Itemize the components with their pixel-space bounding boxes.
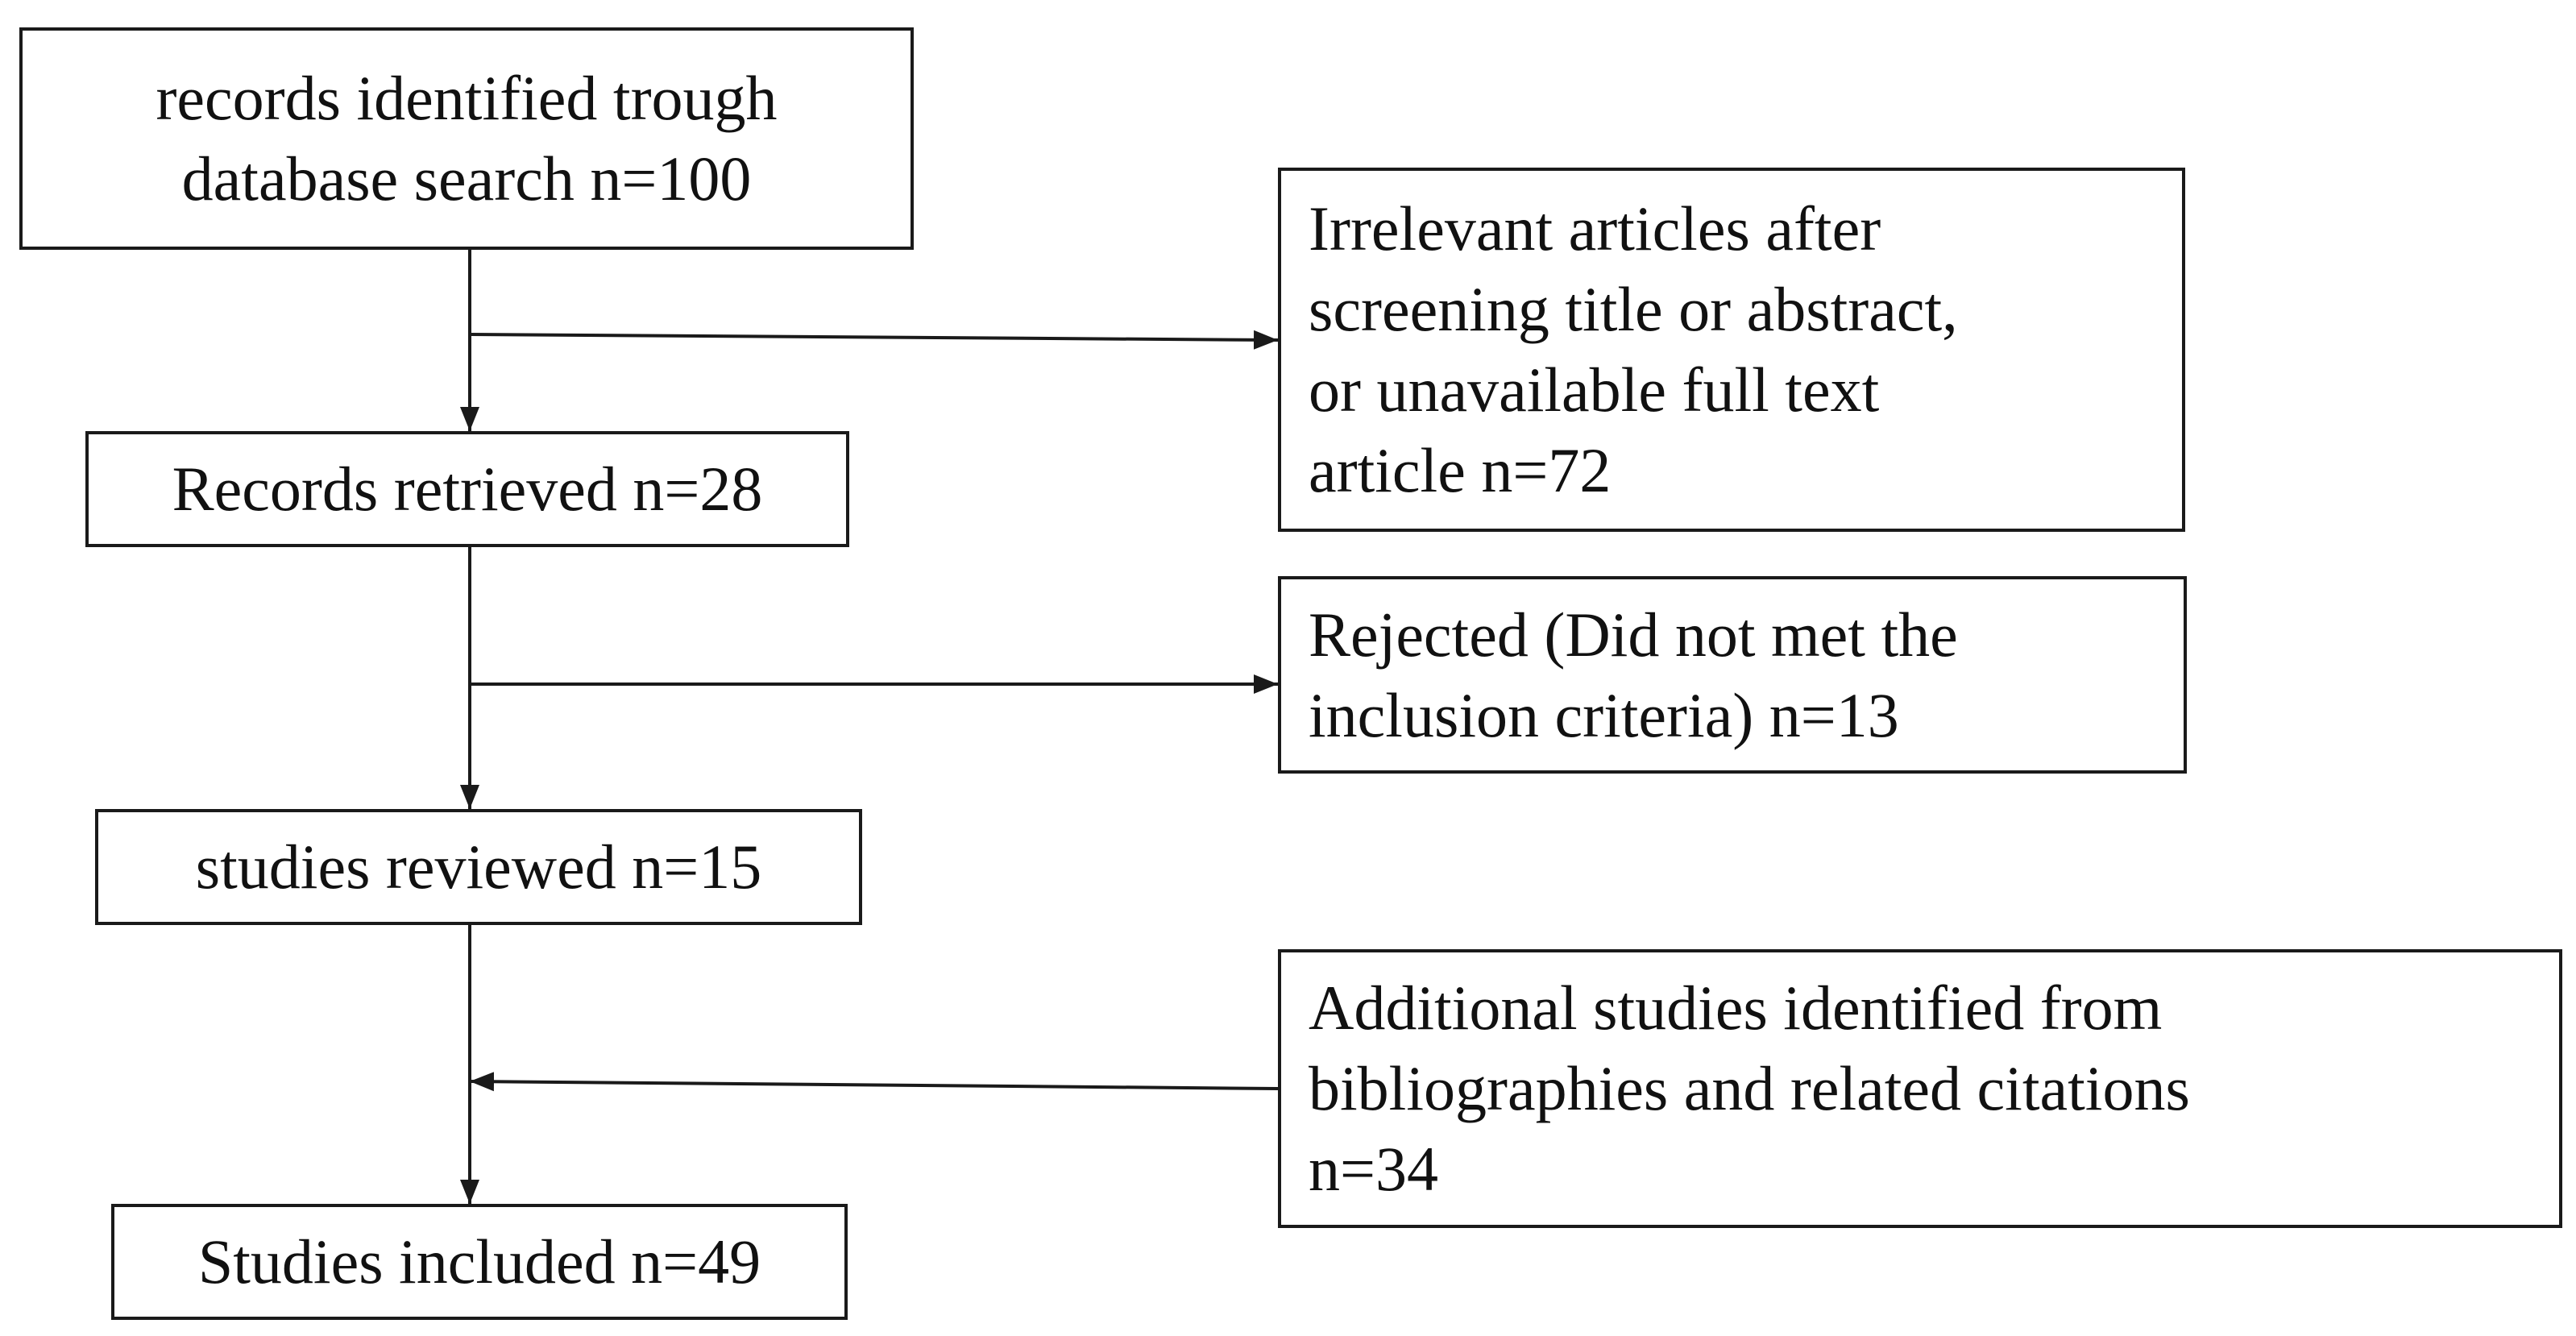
additional-studies-line-3: n=34 <box>1309 1134 1438 1204</box>
records-retrieved-box: Records retrieved n=28 <box>85 431 849 547</box>
irrelevant-articles-box: Irrelevant articles after screening titl… <box>1278 168 2185 532</box>
additional-studies-line-1: Additional studies identified from <box>1309 973 2163 1043</box>
additional-studies-line-2: bibliographies and related citations <box>1309 1053 2190 1123</box>
studies-reviewed-box: studies reviewed n=15 <box>95 809 862 925</box>
records-identified-box: records identified trough database searc… <box>19 27 914 250</box>
records-identified-line-1: records identified trough <box>156 63 778 133</box>
rejected-line-2: inclusion criteria) n=13 <box>1309 679 1899 750</box>
arrow-from-additional <box>469 1072 1279 1092</box>
studies-included-box: Studies included n=49 <box>111 1204 848 1320</box>
rejected-box: Rejected (Did not met the inclusion crit… <box>1278 576 2187 774</box>
records-retrieved-label: Records retrieved n=28 <box>172 454 763 524</box>
irrelevant-articles-line-4: article n=72 <box>1309 435 1612 505</box>
irrelevant-articles-line-2: screening title or abstract, <box>1309 274 1958 344</box>
rejected-line-1: Rejected (Did not met the <box>1309 599 1958 670</box>
arrow-to-irrelevant <box>469 330 1279 350</box>
irrelevant-articles-line-3: or unavailable full text <box>1309 355 1880 425</box>
irrelevant-articles-line-1: Irrelevant articles after <box>1309 193 1881 263</box>
studies-included-label: Studies included n=49 <box>197 1226 761 1297</box>
records-identified-line-2: database search n=100 <box>181 143 752 214</box>
studies-reviewed-label: studies reviewed n=15 <box>195 832 762 902</box>
additional-studies-box: Additional studies identified from bibli… <box>1278 949 2562 1228</box>
